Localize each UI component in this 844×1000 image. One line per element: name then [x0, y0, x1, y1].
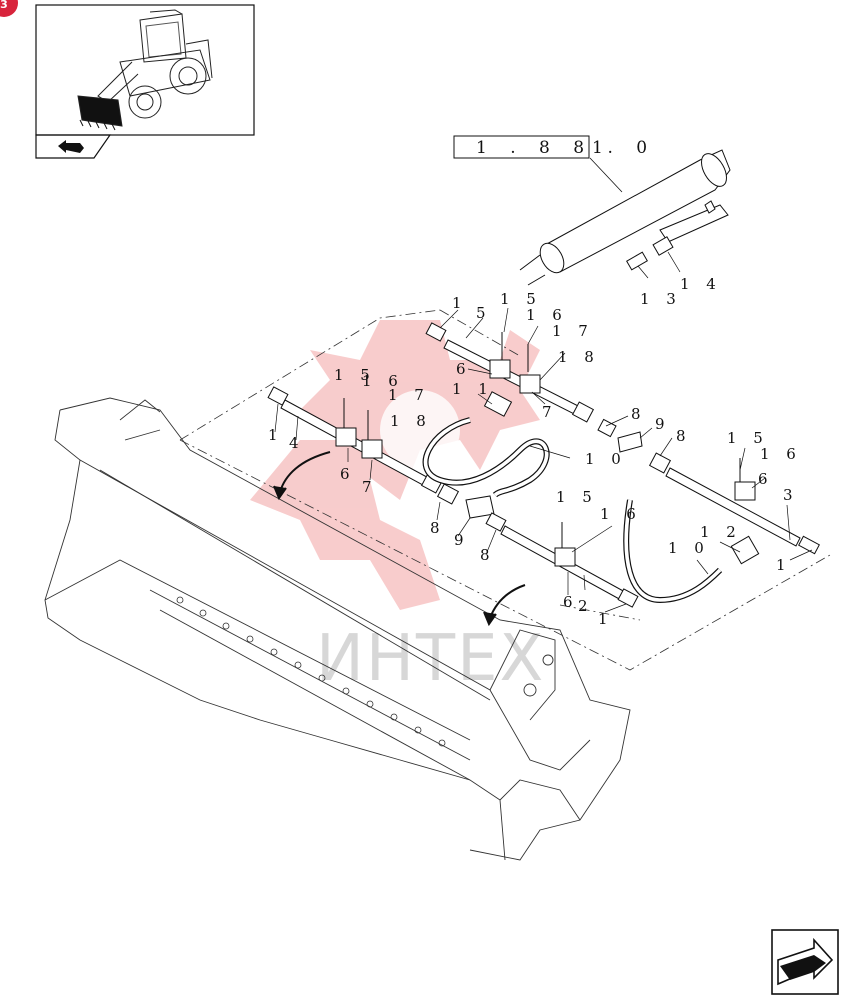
- callout-label: 1 4: [680, 275, 722, 293]
- bucket-outline: [44, 397, 631, 861]
- callout-label: 1 5: [500, 290, 542, 308]
- callout-label: 1 5: [334, 366, 376, 384]
- callout-label: 1 7: [552, 322, 594, 340]
- callout-label: 5: [476, 304, 492, 322]
- callout-label: 1 6: [526, 306, 568, 324]
- reference-box[interactable]: 1 . 8 8 . 0 1: [453, 135, 656, 193]
- watermark-text: ИНТЕХ: [316, 622, 545, 696]
- thumbnail-panel[interactable]: [35, 4, 255, 159]
- back-arrow-icon: [58, 140, 84, 153]
- callout-labels: 1 1 5 5 1 6 1 7 1 8 6 1 1 7 1 5 1 6 1 7 …: [268, 275, 802, 628]
- coiled-hose-inner: [423, 418, 549, 497]
- page-marker-text: 3: [0, 0, 8, 11]
- callout-label: 8: [631, 405, 647, 423]
- callout-label: 1 0: [668, 539, 710, 557]
- assembly-boundary: [179, 309, 831, 671]
- callout-label: 1 5: [556, 488, 598, 506]
- callout-label: 6: [456, 360, 472, 378]
- callout-label: 1 0: [585, 450, 627, 468]
- left-pipe: [267, 386, 495, 519]
- callout-label: 1 1: [452, 380, 494, 398]
- reference-index: 1: [592, 138, 612, 158]
- callout-label: 2: [578, 597, 594, 615]
- hydraulic-cylinder: [519, 149, 731, 286]
- callout-label: 1 8: [558, 348, 600, 366]
- callout-label: 1 2: [700, 523, 742, 541]
- hose-right: [623, 499, 760, 604]
- callout-label: 7: [362, 478, 378, 496]
- callout-label: 9: [655, 415, 671, 433]
- reference-label: 1 . 8 8 . 0: [476, 138, 656, 158]
- callout-label: 3: [783, 486, 799, 504]
- callout-label: 1: [268, 426, 284, 444]
- back-button[interactable]: [35, 134, 112, 159]
- callout-label: 1 8: [390, 412, 432, 430]
- callout-label: 9: [454, 531, 470, 549]
- callout-label: 6: [563, 593, 579, 611]
- callout-label: 1 7: [388, 386, 430, 404]
- callout-label: 1 6: [600, 505, 642, 523]
- callout-label: 1 6: [760, 445, 802, 463]
- callout-label: 8: [676, 427, 692, 445]
- callout-label: 8: [480, 546, 496, 564]
- callout-label: 4: [289, 434, 305, 452]
- callout-label: 1: [776, 556, 792, 574]
- wheel-loader-thumbnail: [77, 9, 213, 131]
- right-pipe: [597, 418, 820, 555]
- fitting-13: [626, 251, 648, 271]
- upper-pipe: [425, 322, 595, 423]
- fitting-14: [652, 236, 674, 256]
- callout-label: 1 6: [362, 372, 404, 390]
- next-page-button[interactable]: [771, 929, 839, 995]
- callout-label: 1 3: [640, 290, 682, 308]
- callout-label: 8: [430, 519, 446, 537]
- callout-label: 1: [598, 610, 614, 628]
- rotation-arrows: [273, 451, 526, 627]
- page-marker-badge: 3: [0, 0, 18, 17]
- bucket-bolt-holes: [176, 596, 446, 747]
- callout-label: 1 5: [727, 429, 769, 447]
- callout-label: 6: [340, 465, 356, 483]
- lower-pipe: [485, 512, 639, 608]
- leader-lines: [274, 251, 813, 613]
- callout-label: 7: [542, 403, 558, 421]
- callout-label: 6: [758, 470, 774, 488]
- callout-label: 1: [452, 294, 468, 312]
